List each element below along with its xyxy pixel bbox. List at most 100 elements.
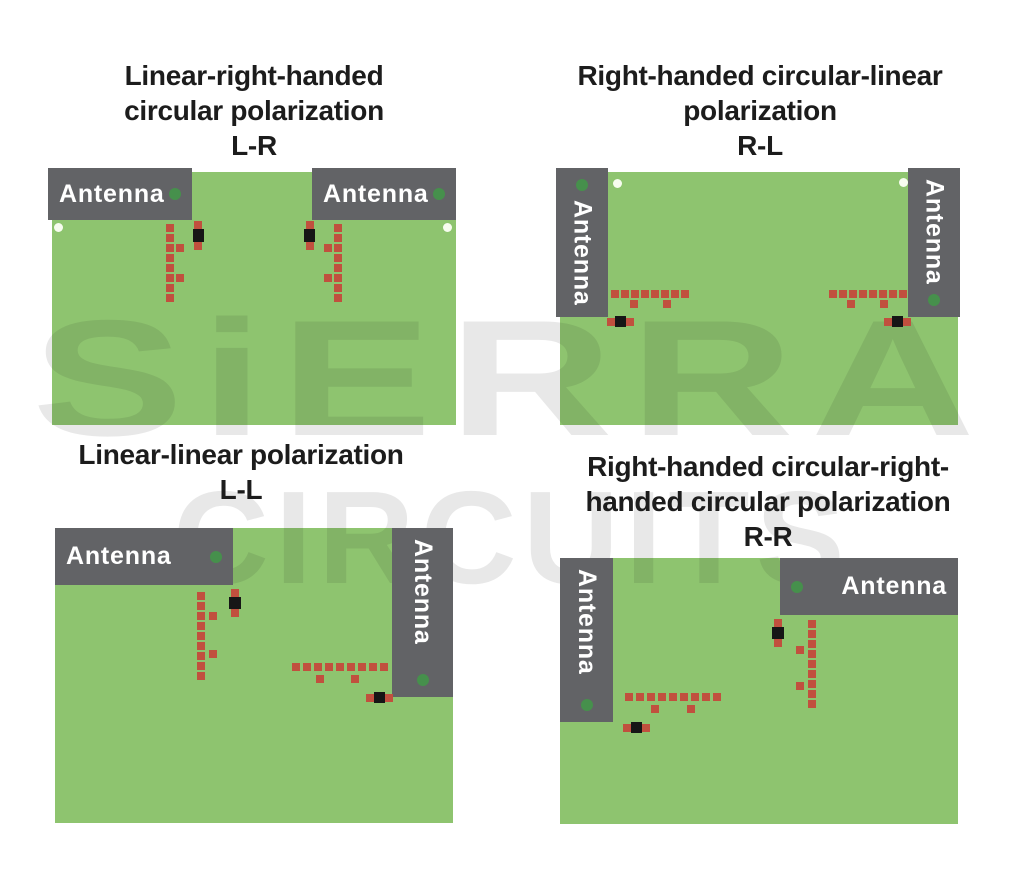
via-pad [334, 244, 342, 252]
via-pad [209, 612, 217, 620]
via-pad [691, 693, 699, 701]
via-pad [358, 663, 366, 671]
via-pad [197, 602, 205, 610]
panel-title-line: Linear-right-handed [124, 60, 384, 91]
via-pad [607, 318, 615, 326]
panel-title-line: polarization [683, 95, 837, 126]
via-pad [880, 300, 888, 308]
via-pad [669, 693, 677, 701]
component-chip [631, 722, 642, 733]
via-pad [334, 254, 342, 262]
via-pad [636, 693, 644, 701]
via-pad [292, 663, 300, 671]
via-pad [197, 642, 205, 650]
via-pad [626, 318, 634, 326]
component-chip [304, 229, 315, 242]
panel-title: Right-handed circular-right-handed circu… [566, 449, 970, 554]
antenna-block: Antenna [908, 168, 960, 317]
panel-title-line: Right-handed circular-linear [577, 60, 943, 91]
board-corner-dot [53, 222, 63, 232]
via-pad [713, 693, 721, 701]
via-pad [166, 224, 174, 232]
via-pad [859, 290, 867, 298]
via-pad [334, 234, 342, 242]
via-pad [623, 724, 631, 732]
panel-title-line: handed circular polarization [585, 486, 951, 517]
via-pad [380, 663, 388, 671]
via-pad [903, 318, 911, 326]
via-pad [631, 290, 639, 298]
via-pad [231, 589, 239, 597]
via-pad [166, 264, 174, 272]
panel-title-line: L-R [231, 130, 277, 161]
antenna-label: Antenna [409, 539, 437, 645]
via-pad [197, 592, 205, 600]
board-corner-dot [442, 222, 452, 232]
component-chip [615, 316, 626, 327]
via-pad [166, 234, 174, 242]
via-pad [680, 693, 688, 701]
via-pad [385, 694, 393, 702]
via-pad [314, 663, 322, 671]
via-pad [197, 662, 205, 670]
via-pad [651, 705, 659, 713]
panel-title-line: Linear-linear polarization [78, 439, 404, 470]
board-corner-dot [898, 177, 908, 187]
via-pad [621, 290, 629, 298]
via-pad [630, 300, 638, 308]
panel-title-line: Right-handed circular-right- [587, 451, 949, 482]
antenna-label: Antenna [920, 179, 949, 285]
panel-title-line: circular polarization [124, 95, 384, 126]
via-pad [808, 650, 816, 658]
via-pad [336, 663, 344, 671]
via-pad [197, 612, 205, 620]
panel-title-line: R-L [737, 130, 783, 161]
via-pad [231, 609, 239, 617]
via-pad [829, 290, 837, 298]
feed-point-dot [169, 188, 181, 200]
antenna-label: Antenna [573, 569, 601, 675]
board-corner-dot [612, 178, 622, 188]
component-chip [892, 316, 903, 327]
component-chip [193, 229, 204, 242]
antenna-label: Antenna [66, 542, 172, 570]
antenna-block: Antenna [392, 528, 453, 697]
via-pad [774, 619, 782, 627]
feed-point-dot [791, 580, 803, 593]
via-pad [347, 663, 355, 671]
via-pad [334, 284, 342, 292]
panel-title-line: L-L [219, 474, 263, 505]
component-chip [229, 597, 241, 609]
via-pad [663, 300, 671, 308]
via-pad [166, 244, 174, 252]
antenna-block: Antenna [556, 168, 608, 317]
via-pad [796, 646, 804, 654]
via-pad [808, 680, 816, 688]
panel-title: Linear-right-handed circular polarization… [54, 58, 454, 163]
feed-point-dot [576, 179, 588, 191]
via-pad [808, 620, 816, 628]
via-pad [166, 284, 174, 292]
via-pad [197, 632, 205, 640]
via-pad [869, 290, 877, 298]
via-pad [671, 290, 679, 298]
via-pad [334, 224, 342, 232]
via-pad [303, 663, 311, 671]
pcb-board-right-circular-linear [560, 172, 958, 425]
via-pad [166, 274, 174, 282]
via-pad [324, 244, 332, 252]
via-pad [899, 290, 907, 298]
antenna-block: Antenna [312, 168, 456, 220]
antenna-block: Antenna [560, 558, 613, 722]
via-pad [647, 693, 655, 701]
via-pad [611, 290, 619, 298]
via-pad [351, 675, 359, 683]
antenna-block: Antenna [55, 528, 233, 585]
via-pad [796, 682, 804, 690]
antenna-label: Antenna [841, 572, 947, 600]
via-pad [808, 690, 816, 698]
via-pad [334, 294, 342, 302]
via-pad [334, 264, 342, 272]
via-pad [197, 672, 205, 680]
via-pad [176, 274, 184, 282]
